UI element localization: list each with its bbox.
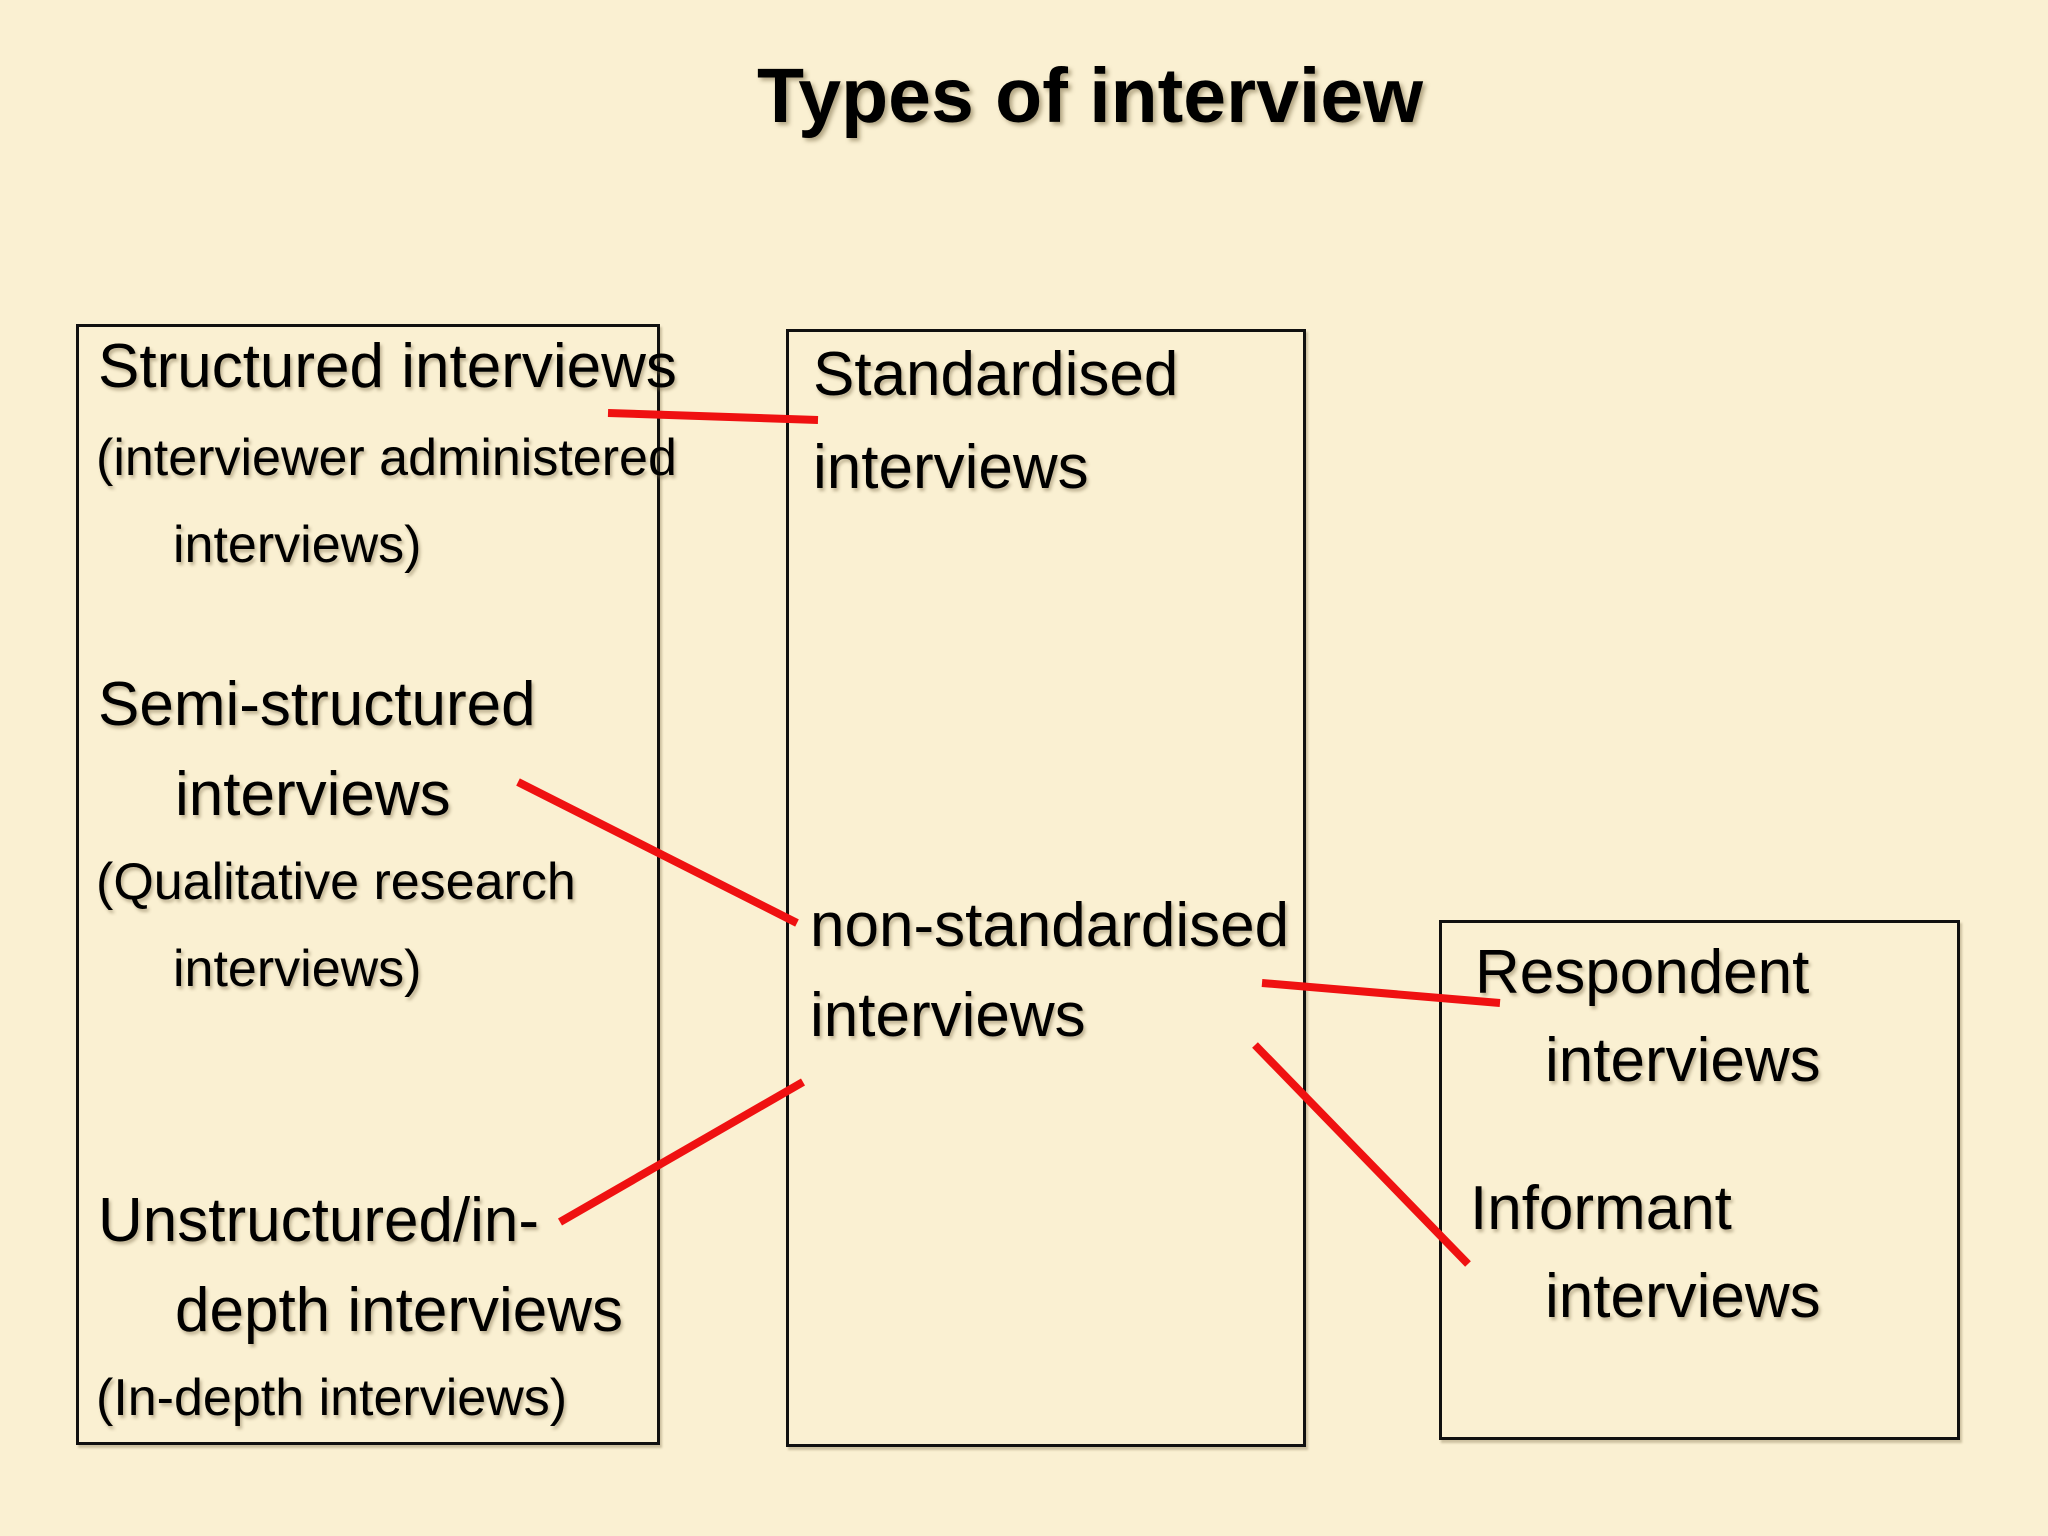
label-respondent-line2: interviews [1545, 1026, 1821, 1095]
label-semistructured-line1: Semi-structured [98, 670, 536, 739]
label-semistructured-paren-line2: interviews) [173, 940, 422, 998]
label-standardised-line2: interviews [813, 433, 1089, 502]
label-respondent-line1: Respondent [1475, 938, 1810, 1007]
label-standardised-line1: Standardised [813, 340, 1179, 409]
label-structured-paren-line2: interviews) [173, 516, 422, 574]
label-structured-paren-line1: (interviewer administered [96, 429, 677, 487]
label-semistructured-line2: interviews [175, 760, 451, 829]
label-unstructured-line2: depth interviews [175, 1276, 624, 1345]
label-structured-interviews: Structured interviews [98, 332, 677, 401]
label-nonstandardised-line2: interviews [810, 981, 1086, 1050]
label-informant-line1: Informant [1470, 1174, 1732, 1243]
label-informant-line2: interviews [1545, 1262, 1821, 1331]
label-semistructured-paren-line1: (Qualitative research [96, 853, 576, 911]
label-nonstandardised-line1: non-standardised [810, 891, 1290, 960]
page-title: Types of interview [756, 53, 1424, 139]
label-unstructured-line1: Unstructured/in- [98, 1186, 540, 1255]
label-unstructured-paren: (In-depth interviews) [96, 1369, 568, 1427]
